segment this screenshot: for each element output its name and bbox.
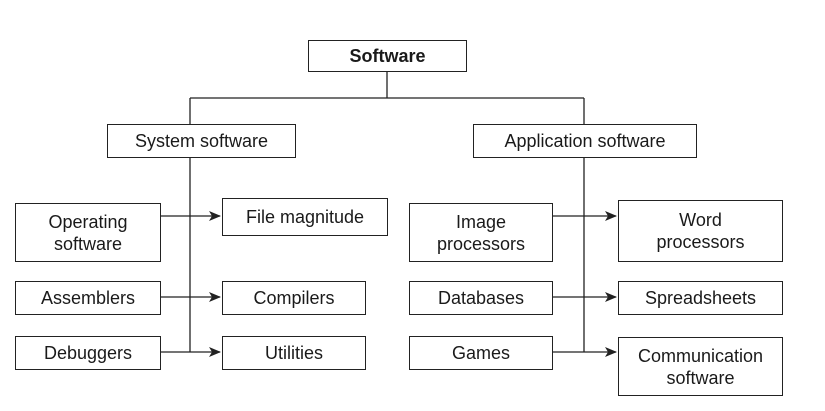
operating-software-node: Operating software: [15, 203, 161, 262]
compilers-label: Compilers: [253, 288, 335, 308]
file-magnitude-node: File magnitude: [222, 198, 388, 236]
application-software-node: Application software: [473, 124, 697, 158]
word-processors-label: Word processors: [656, 210, 745, 252]
utilities-node: Utilities: [222, 336, 366, 370]
games-label: Games: [451, 343, 511, 363]
utilities-label: Utilities: [264, 343, 323, 363]
software-root-node: Software: [308, 40, 467, 72]
debuggers-label: Debuggers: [43, 343, 133, 363]
spreadsheets-label: Spreadsheets: [644, 288, 757, 308]
system-software-node: System software: [107, 124, 296, 158]
games-node: Games: [409, 336, 553, 370]
communication-software-label: Communication software: [637, 345, 764, 388]
databases-label: Databases: [437, 288, 525, 308]
assemblers-node: Assemblers: [15, 281, 161, 315]
databases-node: Databases: [409, 281, 553, 315]
image-processors-node: Image processors: [409, 203, 553, 262]
software-root-label: Software: [349, 46, 426, 66]
debuggers-node: Debuggers: [15, 336, 161, 370]
assemblers-label: Assemblers: [40, 288, 136, 308]
system-software-label: System software: [134, 131, 269, 151]
word-processors-node: Word processors: [618, 200, 783, 262]
spreadsheets-node: Spreadsheets: [618, 281, 783, 315]
compilers-node: Compilers: [222, 281, 366, 315]
communication-software-node: Communication software: [618, 337, 783, 396]
file-magnitude-label: File magnitude: [245, 207, 365, 227]
application-software-label: Application software: [504, 131, 666, 151]
image-processors-label: Image processors: [436, 211, 526, 254]
operating-software-label: Operating software: [48, 211, 128, 254]
